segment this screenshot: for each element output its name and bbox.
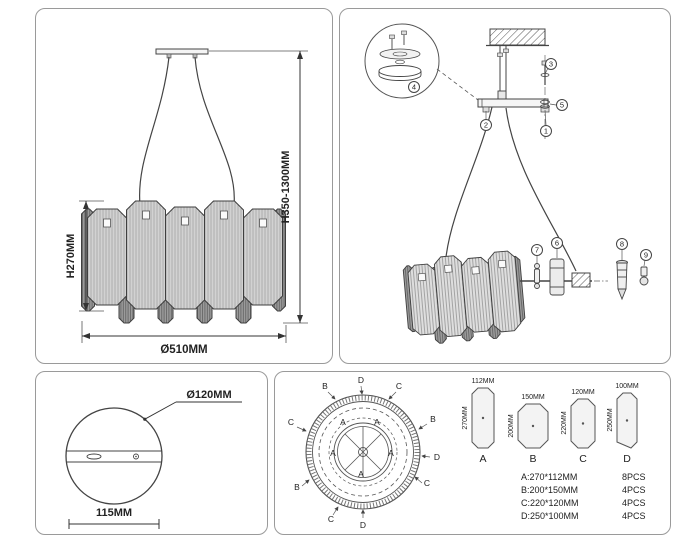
part-number: 6 (555, 239, 559, 248)
legend-count: 4PCS (622, 511, 646, 521)
legend-line: C:220*120MM 4PCS (521, 498, 646, 508)
ring-label: D (434, 452, 440, 462)
ceiling-hatch (486, 28, 549, 47)
canopy-diameter-callout: Ø120MM (143, 389, 242, 421)
assembly-view-panel: 1 2 3 4 5 6 7 8 9 (339, 8, 671, 364)
panel-height-label: 270MM (462, 406, 469, 430)
canopy-view-panel: Ø120MM 115MM (35, 371, 268, 535)
part-number-badge: 1 (540, 125, 552, 137)
part-number-badge: 9 (640, 249, 652, 261)
ring-label: D (360, 520, 366, 530)
part-number: 4 (412, 83, 416, 92)
ring-label-leaders (296, 385, 431, 518)
panel-height-label: 220MM (561, 411, 568, 435)
part-number: 2 (484, 121, 488, 130)
cylinder-part (549, 258, 565, 296)
ring-label: B (430, 414, 436, 424)
panel-width-label: 112MM (472, 378, 495, 385)
panel-width-label: 150MM (521, 394, 545, 401)
panel-height-label: 250MM (607, 408, 614, 432)
panel-letters: A B C D (479, 453, 631, 465)
canopy-bar (477, 90, 550, 113)
assembly-chandelier-body (402, 250, 526, 344)
part-number: 3 (549, 60, 553, 69)
part-number-badge: 8 (616, 238, 628, 250)
legend-desc: B:200*150MM (521, 485, 578, 495)
ring-label: C (424, 478, 430, 488)
part-number: 9 (644, 251, 648, 260)
dim-115-label: 115MM (96, 507, 132, 519)
dim-d120-label: Ø120MM (186, 389, 231, 401)
legend-desc: C:220*120MM (521, 498, 579, 508)
ring-top-view (305, 394, 421, 510)
ring-label: B (322, 381, 328, 391)
legend-count: 4PCS (622, 485, 646, 495)
threaded-rods (497, 46, 509, 99)
part-number-badges: 1 2 3 4 5 6 7 8 9 (408, 58, 652, 261)
panel-shapes (471, 387, 638, 449)
dim-h270-label: H270MM (65, 234, 77, 279)
ring-label: A (330, 448, 336, 458)
canopy-top-view (65, 407, 163, 505)
ring-label: A (374, 417, 380, 427)
part-number-badge: 2 (480, 119, 492, 131)
panel-letter: B (529, 453, 536, 465)
dimension-body-height: H270MM (65, 200, 104, 312)
part-number-badge: 5 (556, 99, 568, 111)
canopy-detail-callout (364, 23, 479, 101)
washer-part (540, 99, 550, 109)
part-leaders (485, 67, 646, 267)
connector-part (534, 263, 540, 289)
ring-labels: B D C C B A A A A A D B C C D (288, 375, 440, 530)
ring-label: C (288, 417, 294, 427)
ring-label: B (294, 482, 300, 492)
panel-letter: C (579, 453, 587, 465)
panel-width-label: 120MM (571, 389, 595, 396)
legend-desc: D:250*100MM (521, 511, 579, 521)
ring-label: C (396, 381, 402, 391)
canopy-width-dimension: 115MM (68, 507, 160, 529)
front-view-drawing: H270MM H350-1300MM Ø510MM (65, 48, 308, 356)
ring-label: A (358, 469, 364, 479)
dimension-total-height: H350-1300MM (209, 50, 308, 324)
canopy-drawing: Ø120MM 115MM (65, 389, 242, 529)
ring-label: A (388, 448, 394, 458)
panel-clips (103, 210, 267, 228)
legend-count: 8PCS (622, 472, 646, 482)
panel-height-label: 200MM (508, 414, 515, 438)
ball-part (639, 266, 649, 286)
panel-layout-drawing: B D C C B A A A A A D B C C D (288, 375, 646, 530)
part-number-badge: 6 (551, 237, 563, 249)
finial-part (616, 260, 628, 301)
panel-legend: A:270*112MM 8PCS B:200*150MM 4PCS C:220*… (521, 472, 646, 521)
dim-h350-1300-label: H350-1300MM (280, 151, 292, 224)
panel-letter: D (623, 453, 631, 465)
assembly-drawing: 1 2 3 4 5 6 7 8 9 (364, 23, 652, 344)
legend-line: D:250*100MM 4PCS (521, 511, 646, 521)
legend-count: 4PCS (622, 498, 646, 508)
panel-letter: A (479, 453, 486, 465)
ring-label: C (328, 514, 334, 524)
dimension-diameter: Ø510MM (81, 321, 287, 356)
ring-label: D (358, 375, 364, 385)
part-number: 8 (620, 240, 624, 249)
legend-line: A:270*112MM 8PCS (521, 472, 646, 482)
suspension-cables (138, 56, 235, 206)
chandelier-body (81, 200, 286, 324)
part-number-badge: 3 (545, 58, 557, 70)
part-number: 7 (535, 246, 539, 255)
legend-line: B:200*150MM 4PCS (521, 485, 646, 495)
front-view-panel: H270MM H350-1300MM Ø510MM (35, 8, 333, 364)
part-number: 1 (544, 127, 548, 136)
ceiling-plate (155, 48, 209, 59)
panel-width-label: 100MM (615, 383, 639, 390)
dim-d510-label: Ø510MM (160, 344, 207, 356)
part-number-badge: 7 (531, 244, 543, 256)
part-number-badge: 4 (408, 81, 420, 93)
ring-label: A (340, 417, 346, 427)
legend-desc: A:270*112MM (521, 472, 577, 482)
panel-dimensions: 112MM 150MM 120MM 100MM 270MM 200MM 220M… (462, 378, 639, 438)
part-number: 5 (560, 101, 564, 110)
panel-layout-panel: B D C C B A A A A A D B C C D (274, 371, 671, 535)
